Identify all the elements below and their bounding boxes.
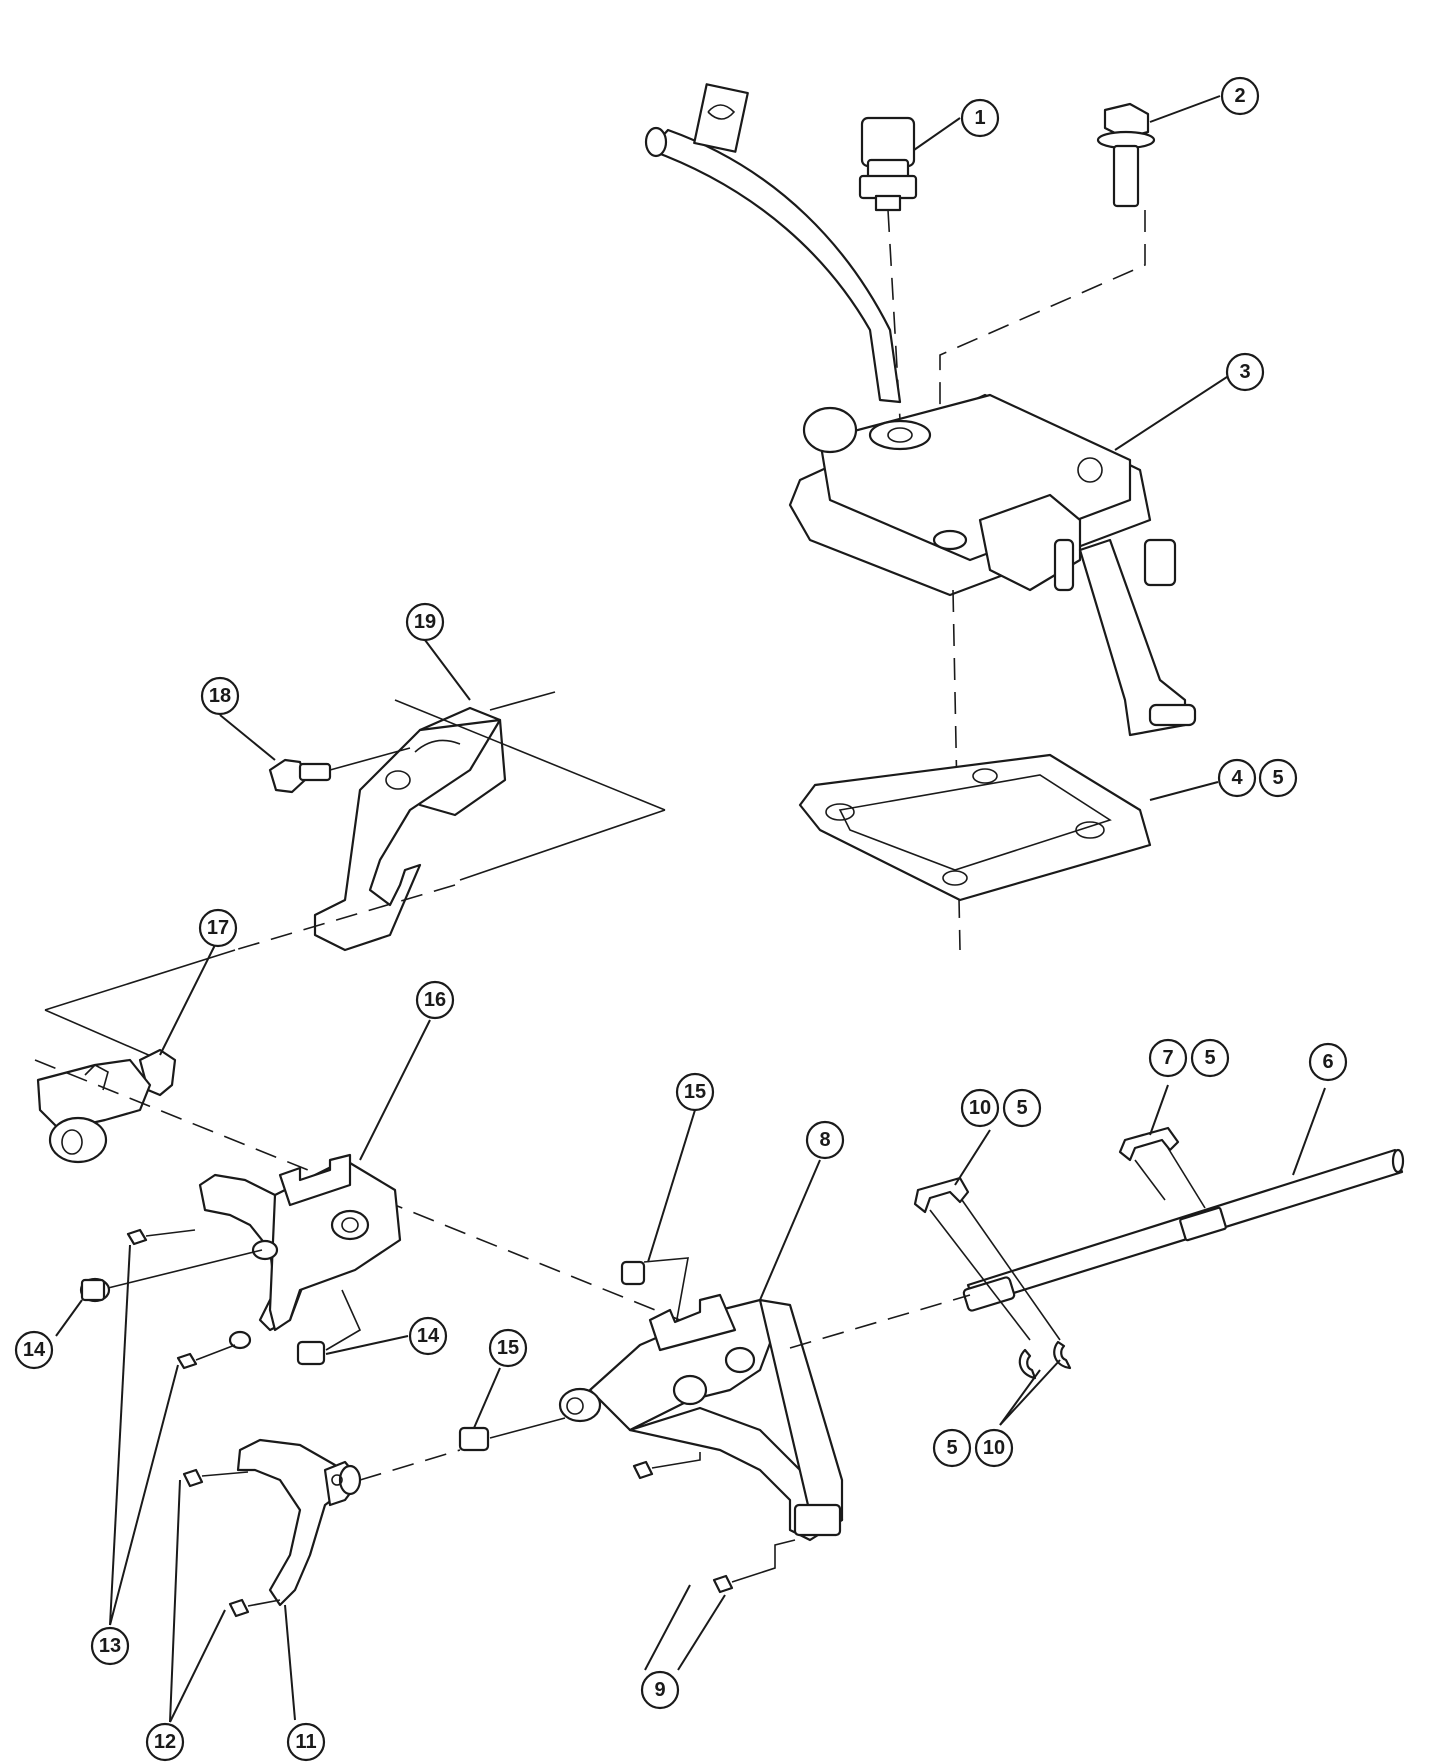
callout-1: 1	[960, 98, 1000, 138]
callout-16: 16	[415, 980, 455, 1020]
part-pin-15-lower	[458, 1426, 490, 1452]
part-shift-rail	[962, 1148, 1405, 1312]
part-bracket-bolt	[268, 758, 332, 794]
part-sensor-switch	[858, 116, 918, 212]
callout-12: 12	[145, 1722, 185, 1762]
callout-2: 2	[1220, 76, 1260, 116]
part-shift-fork-lower	[236, 1438, 362, 1607]
part-gasket	[798, 753, 1152, 902]
callout-9: 9	[640, 1670, 680, 1710]
svg-text:15: 15	[497, 1337, 519, 1359]
callout-4: 4	[1217, 758, 1257, 798]
callout-3: 3	[1225, 352, 1265, 392]
part-flange-bolt	[1096, 102, 1156, 208]
svg-text:18: 18	[209, 685, 231, 707]
svg-text:7: 7	[1162, 1047, 1173, 1069]
part-fork-pads-lower	[182, 1468, 250, 1618]
part-shift-fork-upper	[198, 1153, 402, 1350]
part-cable-tube	[644, 83, 902, 404]
callout-6: 6	[1308, 1042, 1348, 1082]
svg-text:13: 13	[99, 1635, 121, 1657]
callout-11: 11	[286, 1722, 326, 1762]
svg-text:19: 19	[414, 611, 436, 633]
svg-text:16: 16	[424, 989, 446, 1011]
svg-text:15: 15	[684, 1081, 706, 1103]
part-fork-partial-left	[36, 1058, 152, 1164]
callout-4-note-5: 5	[1258, 758, 1298, 798]
callout-18: 18	[200, 676, 240, 716]
svg-text:10: 10	[983, 1437, 1005, 1459]
callout-13: 13	[90, 1626, 130, 1666]
part-shift-cover-housing	[788, 393, 1197, 737]
svg-text:14: 14	[417, 1325, 440, 1347]
callout-10-lower-note-5: 5	[932, 1428, 972, 1468]
svg-text:2: 2	[1234, 85, 1245, 107]
svg-text:5: 5	[1272, 767, 1283, 789]
svg-text:12: 12	[154, 1731, 176, 1753]
callout-7-note-5: 5	[1190, 1038, 1230, 1078]
svg-text:10: 10	[969, 1097, 991, 1119]
svg-text:14: 14	[23, 1339, 46, 1361]
part-fork-pads-center	[632, 1460, 734, 1594]
part-clip-10-lower	[1018, 1340, 1072, 1380]
callout-17: 17	[198, 908, 238, 948]
svg-text:11: 11	[295, 1731, 316, 1753]
part-pin-right	[296, 1340, 326, 1366]
callout-19: 19	[405, 602, 445, 642]
svg-text:8: 8	[819, 1129, 830, 1151]
part-interlock-bracket	[313, 706, 507, 952]
svg-text:3: 3	[1239, 361, 1250, 383]
svg-text:9: 9	[654, 1679, 665, 1701]
part-clip-10-upper	[913, 1176, 970, 1214]
callout-10-upper-note-5: 5	[1002, 1088, 1042, 1128]
callout-15-upper: 15	[675, 1072, 715, 1112]
part-clip-7	[1118, 1126, 1180, 1162]
svg-text:4: 4	[1231, 767, 1243, 789]
callout-8: 8	[805, 1120, 845, 1160]
callout-7: 7	[1148, 1038, 1188, 1078]
callout-10-upper: 10	[960, 1088, 1000, 1128]
callout-15-lower: 15	[488, 1328, 528, 1368]
part-fork-pads-upper	[126, 1228, 198, 1370]
svg-text:5: 5	[1204, 1047, 1215, 1069]
callout-10-lower: 10	[974, 1428, 1014, 1468]
svg-text:1: 1	[974, 107, 985, 129]
part-shift-fork-center	[558, 1293, 844, 1542]
svg-text:5: 5	[946, 1437, 957, 1459]
svg-text:6: 6	[1322, 1051, 1333, 1073]
part-pin-15-upper	[620, 1260, 646, 1286]
svg-text:5: 5	[1016, 1097, 1027, 1119]
part-pin-left	[79, 1277, 111, 1303]
svg-text:17: 17	[207, 917, 229, 939]
callout-14-left: 14	[14, 1330, 54, 1370]
callout-14-right: 14	[408, 1316, 448, 1356]
leader-lines	[55, 95, 1326, 1723]
